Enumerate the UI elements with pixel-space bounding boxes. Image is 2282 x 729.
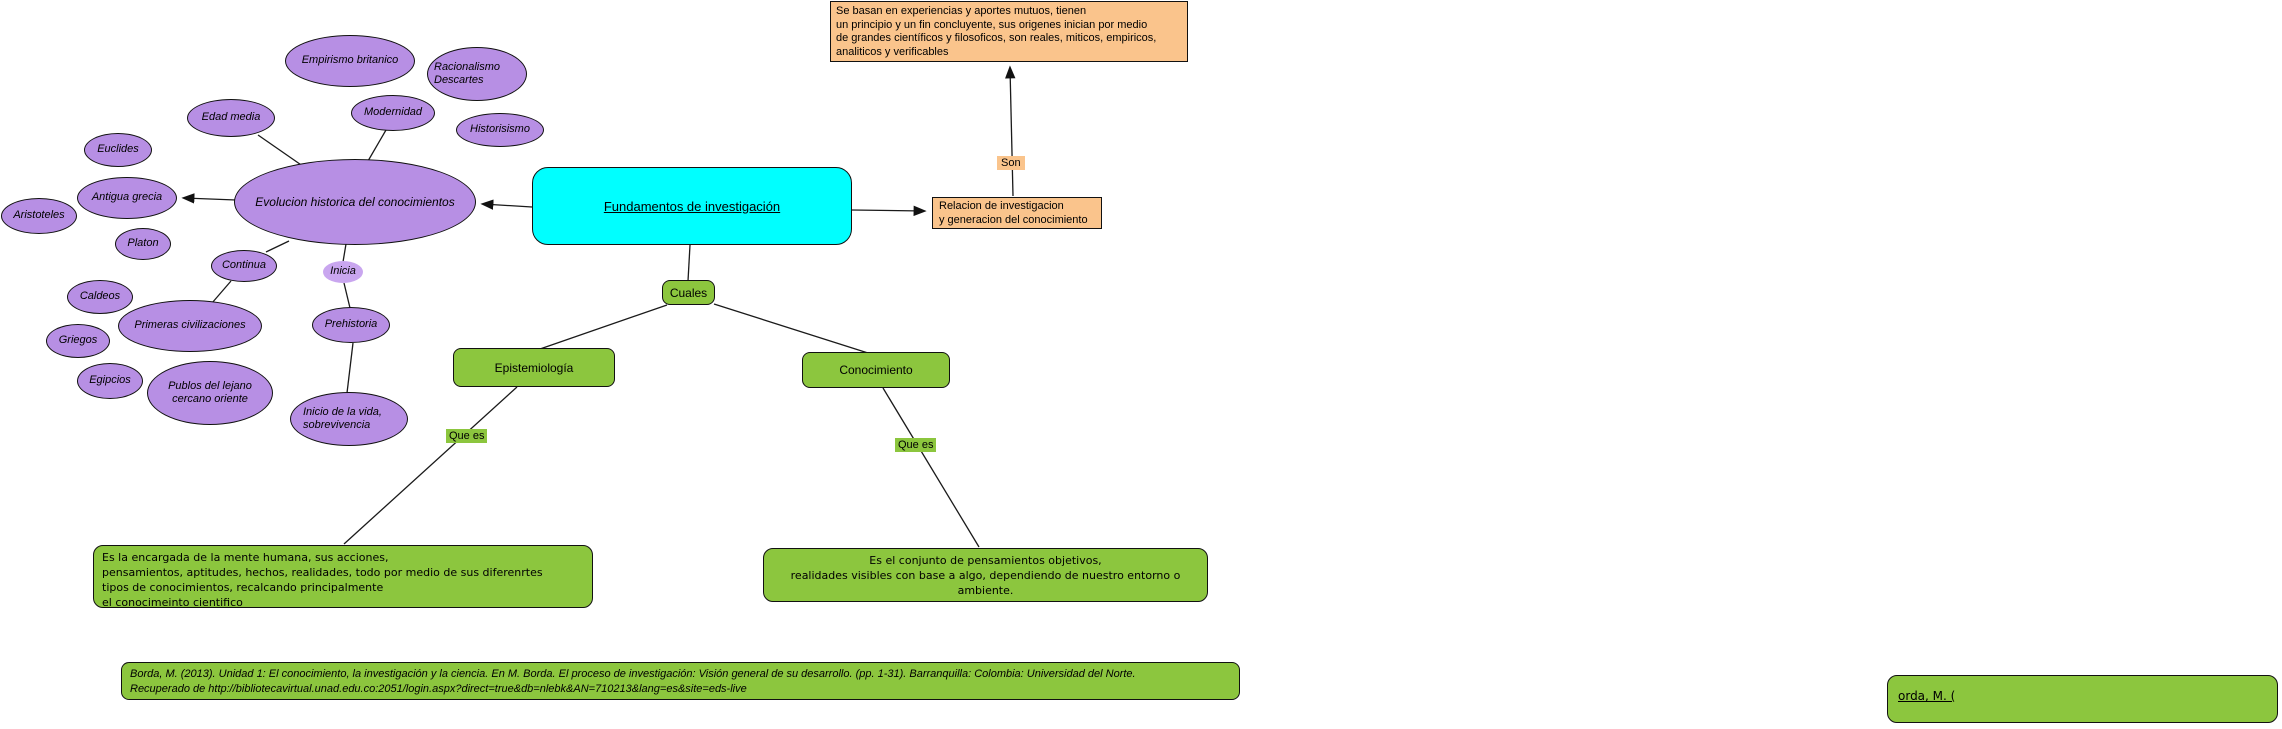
connector-cuales-conocimiento: [713, 303, 869, 354]
node-primeras-civilizaciones[interactable]: Primeras civilizaciones: [118, 300, 262, 352]
connector-evolucion-antigua: [181, 193, 237, 204]
connector-modernidad-evolucion: [367, 129, 387, 162]
connector-conocimiento-def: [882, 387, 980, 548]
node-partial-citation[interactable]: orda, M. (: [1887, 675, 2278, 723]
node-conocimiento-definition[interactable]: Es el conjunto de pensamientos objetivos…: [763, 548, 1208, 602]
node-historisismo[interactable]: Historisismo: [456, 113, 544, 147]
node-inicia[interactable]: Inicia: [323, 261, 363, 283]
connector-continua-primeras: [211, 280, 232, 304]
connector-fundamentos-cuales: [687, 244, 691, 282]
node-continua[interactable]: Continua: [211, 250, 277, 282]
node-relacion-investigacion[interactable]: Relacion de investigacion y generacion d…: [932, 197, 1102, 229]
node-modernidad[interactable]: Modernidad: [351, 95, 435, 131]
node-epistemiologia-definition[interactable]: Es la encargada de la mente humana, sus …: [93, 545, 593, 609]
node-inicio-de-la-vida[interactable]: Inicio de la vida, sobrevivencia: [290, 392, 408, 446]
node-empirismo-britanico[interactable]: Empirismo britanico: [285, 35, 415, 87]
connector-prehistoria-iniciovida: [346, 342, 354, 394]
connector-epistemiologia-def: [343, 386, 518, 545]
link-label-que-es-right[interactable]: Que es: [895, 438, 937, 452]
node-egipcios[interactable]: Egipcios: [77, 363, 143, 399]
node-evolucion-historica[interactable]: Evolucion historica del conocimientos: [234, 159, 476, 245]
node-epistemiologia[interactable]: Epistemiología: [453, 348, 615, 387]
connector-evolucion-continua: [265, 240, 290, 253]
connector-cuales-epistemiologia: [539, 304, 668, 350]
node-fundamentos-investigacion[interactable]: Fundamentos de investigación: [532, 167, 852, 245]
node-aristoteles[interactable]: Aristoteles: [1, 198, 77, 234]
connector-inicia-prehistoria: [343, 282, 351, 309]
connector-fundamentos-evolucion: [480, 199, 533, 210]
node-platon[interactable]: Platon: [115, 228, 171, 260]
node-citation[interactable]: Borda, M. (2013). Unidad 1: El conocimie…: [121, 662, 1240, 700]
node-racionalismo-descartes[interactable]: Racionalismo Descartes: [427, 47, 527, 101]
node-publos-lejano-oriente[interactable]: Publos del lejano cercano oriente: [147, 361, 273, 425]
node-se-basan-description[interactable]: Se basan en experiencias y aportes mutuo…: [830, 1, 1188, 62]
connector-fundamentos-relacion: [851, 205, 927, 217]
connector-evolucion-inicia: [342, 243, 347, 263]
node-caldeos[interactable]: Caldeos: [67, 280, 133, 314]
node-euclides[interactable]: Euclides: [84, 133, 152, 167]
link-label-cuales[interactable]: Cuales: [662, 280, 715, 305]
link-label-que-es-left[interactable]: Que es: [446, 429, 488, 443]
node-antigua-grecia[interactable]: Antigua grecia: [77, 177, 177, 219]
connector-relacion-sebasan: [1005, 65, 1016, 197]
node-edad-media[interactable]: Edad media: [187, 99, 275, 137]
node-griegos[interactable]: Griegos: [46, 324, 110, 358]
node-prehistoria[interactable]: Prehistoria: [312, 307, 390, 343]
link-label-son[interactable]: Son: [997, 156, 1025, 170]
node-conocimiento[interactable]: Conocimiento: [802, 352, 950, 388]
